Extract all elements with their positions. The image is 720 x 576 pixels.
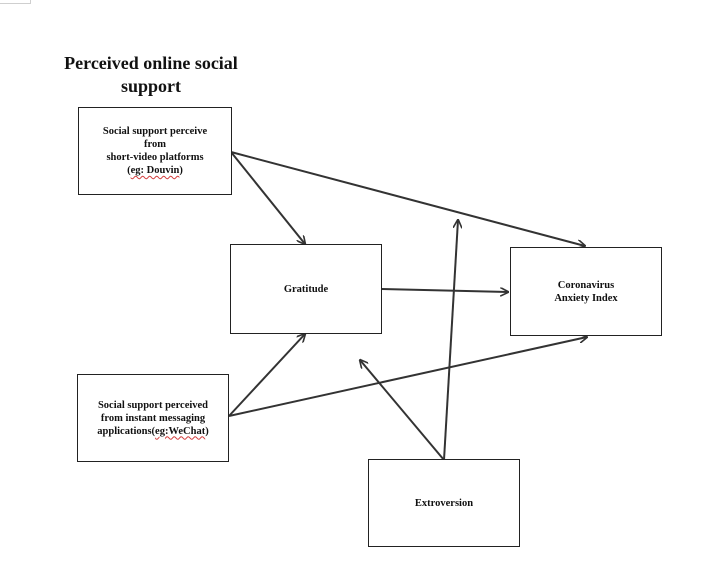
heading-line-1: Perceived online social — [64, 53, 238, 73]
node-coronavirus-anxiety-index: Coronavirus Anxiety Index — [510, 247, 662, 336]
arrow-short-video-to-gratitude — [230, 151, 305, 244]
node-text: from instant messaging — [100, 412, 206, 424]
arrow-instant-messaging-to-anxiety — [228, 337, 587, 417]
node-extroversion: Extroversion — [368, 459, 520, 547]
node-text: Social support perceived — [97, 399, 209, 411]
node-text-example: applications(eg:WeChat) — [97, 425, 209, 437]
arrow-instant-messaging-to-gratitude — [228, 334, 305, 417]
heading-line-2: support — [120, 76, 182, 96]
node-text: Extroversion — [414, 497, 474, 509]
arrow-extroversion-moderates-direct-path — [443, 220, 458, 461]
node-text: Social support perceive — [102, 126, 208, 137]
diagram-heading: Perceived online social support — [40, 52, 262, 98]
arrow-short-video-to-anxiety — [230, 151, 585, 246]
node-text-example: (eg: Douvin) — [127, 165, 183, 176]
node-text: Anxiety Index — [554, 292, 618, 304]
arrow-gratitude-to-anxiety — [381, 289, 508, 292]
node-text: Gratitude — [283, 283, 329, 295]
node-gratitude: Gratitude — [230, 244, 382, 334]
node-short-video-support: Social support perceive from short-video… — [78, 107, 232, 195]
node-instant-messaging-support: Social support perceived from instant me… — [77, 374, 229, 462]
node-text: from — [144, 139, 166, 150]
page-corner-mark — [0, 0, 31, 4]
node-text: Coronavirus — [557, 279, 615, 291]
arrow-extroversion-moderates-mediation — [360, 360, 445, 461]
node-text: short-video platforms — [106, 152, 204, 163]
